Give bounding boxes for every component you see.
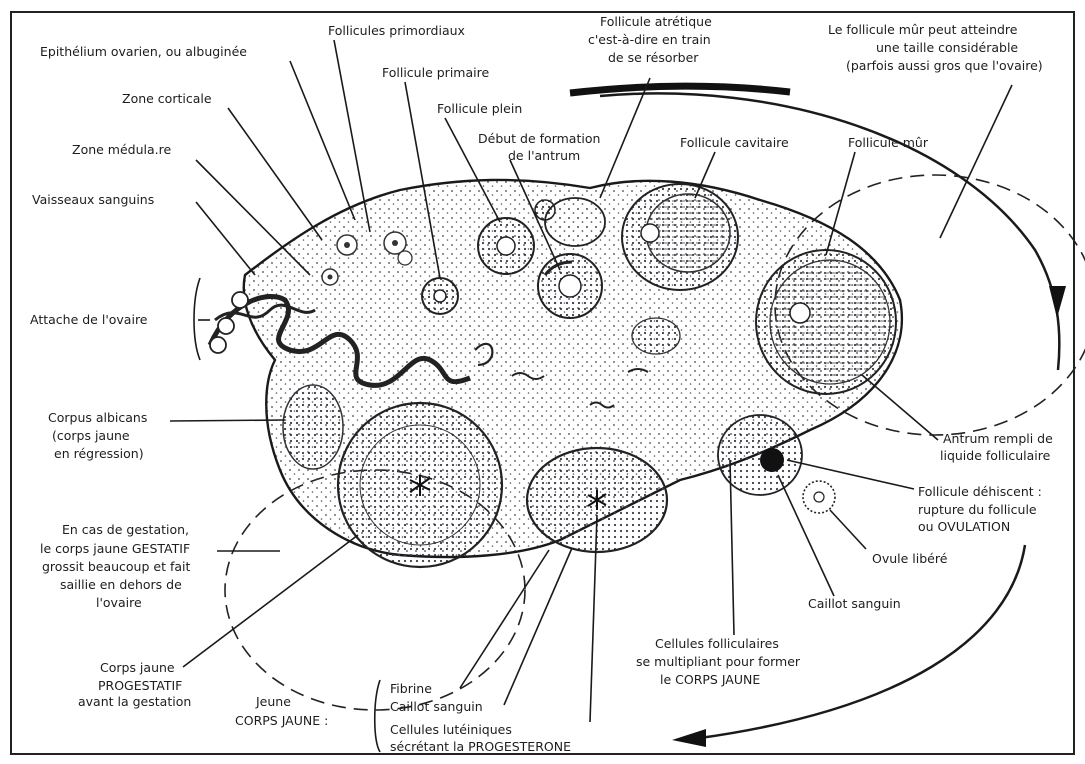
primary-follicle: [422, 278, 458, 314]
label-gestation-2: le corps jaune GESTATIF: [40, 541, 190, 556]
full-follicle: [478, 218, 534, 274]
label-debut-antrum-2: de l'antrum: [508, 148, 580, 163]
cycle-arrowhead-left: [672, 729, 706, 747]
label-antrum-rempli-2: liquide folliculaire: [940, 448, 1051, 463]
label-zone-medullaire: Zone médula.re: [72, 142, 171, 157]
label-follicule-dehiscent-2: rupture du follicule: [918, 502, 1037, 517]
cavitary-follicle: [622, 184, 738, 290]
label-caillot-sanguin-2: Caillot sanguin: [808, 596, 901, 611]
label-fibrine: Fibrine: [390, 681, 432, 696]
label-follicule-cavitaire: Follicule cavitaire: [680, 135, 789, 150]
corpus-luteum-progestatif: [338, 403, 502, 567]
label-cellules-luteiniques-1: Cellules lutéiniques: [390, 722, 512, 737]
mature-follicle: [756, 250, 896, 394]
label-follicule-dehiscent-3: ou OVULATION: [918, 519, 1010, 534]
label-follicule-atretique-2: c'est-à-dire en train: [588, 32, 711, 47]
label-follicules-primordiaux: Follicules primordiaux: [328, 23, 465, 38]
label-follicule-primaire: Follicule primaire: [382, 65, 489, 80]
cycle-arrowhead-down: [1049, 286, 1066, 318]
label-gestation-3: grossit beaucoup et fait: [42, 559, 190, 574]
label-attache: Attache de l'ovaire: [30, 312, 148, 327]
label-corpus-albicans-2: (corps jaune: [52, 428, 130, 443]
label-corps-jaune-progestatif-3: avant la gestation: [78, 694, 191, 709]
label-jeune-2: CORPS JAUNE :: [235, 713, 328, 728]
label-follicule-plein: Follicule plein: [437, 101, 522, 116]
label-corpus-albicans-3: en régression): [54, 446, 144, 461]
label-corps-jaune-progestatif-2: PROGESTATIF: [98, 678, 182, 693]
label-epithelium: Epithélium ovarien, ou albuginée: [40, 44, 247, 59]
label-gestation-4: saillie en dehors de: [60, 577, 182, 592]
label-vaisseaux-sanguins: Vaisseaux sanguins: [32, 192, 154, 207]
attache-brace: [194, 278, 200, 360]
label-follicule-atretique-1: Follicule atrétique: [600, 14, 712, 29]
released-ovule: [803, 481, 835, 513]
early-antrum-follicle: [538, 254, 602, 318]
label-jeune-1: Jeune: [255, 694, 291, 709]
label-cellules-folliculaires-1: Cellules folliculaires: [655, 636, 779, 651]
label-follicule-mur-taille-1: Le follicule mûr peut atteindre: [828, 22, 1018, 37]
label-cellules-folliculaires-2: se multipliant pour former: [636, 654, 801, 669]
jeune-brace: [375, 680, 380, 752]
label-corpus-albicans-1: Corpus albicans: [48, 410, 147, 425]
cycle-arrow-top-thick: [570, 86, 790, 93]
label-cellules-luteiniques-2: sécrétant la PROGESTERONE: [390, 739, 571, 754]
label-follicule-dehiscent-1: Follicule déhiscent :: [918, 484, 1042, 499]
corpus-albicans: [283, 385, 343, 469]
label-follicule-atretique-3: de se résorber: [608, 50, 699, 65]
label-gestation-1: En cas de gestation,: [62, 522, 189, 537]
label-follicule-mur-taille-3: (parfois aussi gros que l'ovaire): [846, 58, 1043, 73]
label-debut-antrum-1: Début de formation: [478, 131, 600, 146]
label-caillot-sanguin-1: Caillot sanguin: [390, 699, 483, 714]
label-ovule-libere: Ovule libéré: [872, 551, 948, 566]
label-zone-corticale: Zone corticale: [122, 91, 212, 106]
label-cellules-folliculaires-3: le CORPS JAUNE: [660, 672, 760, 687]
label-gestation-5: l'ovaire: [96, 595, 142, 610]
label-corps-jaune-progestatif-1: Corps jaune: [100, 660, 175, 675]
label-antrum-rempli-1: Antrum rempli de: [943, 431, 1053, 446]
label-follicule-mur: Follicule mûr: [848, 135, 929, 150]
label-follicule-mur-taille-2: une taille considérable: [876, 40, 1018, 55]
